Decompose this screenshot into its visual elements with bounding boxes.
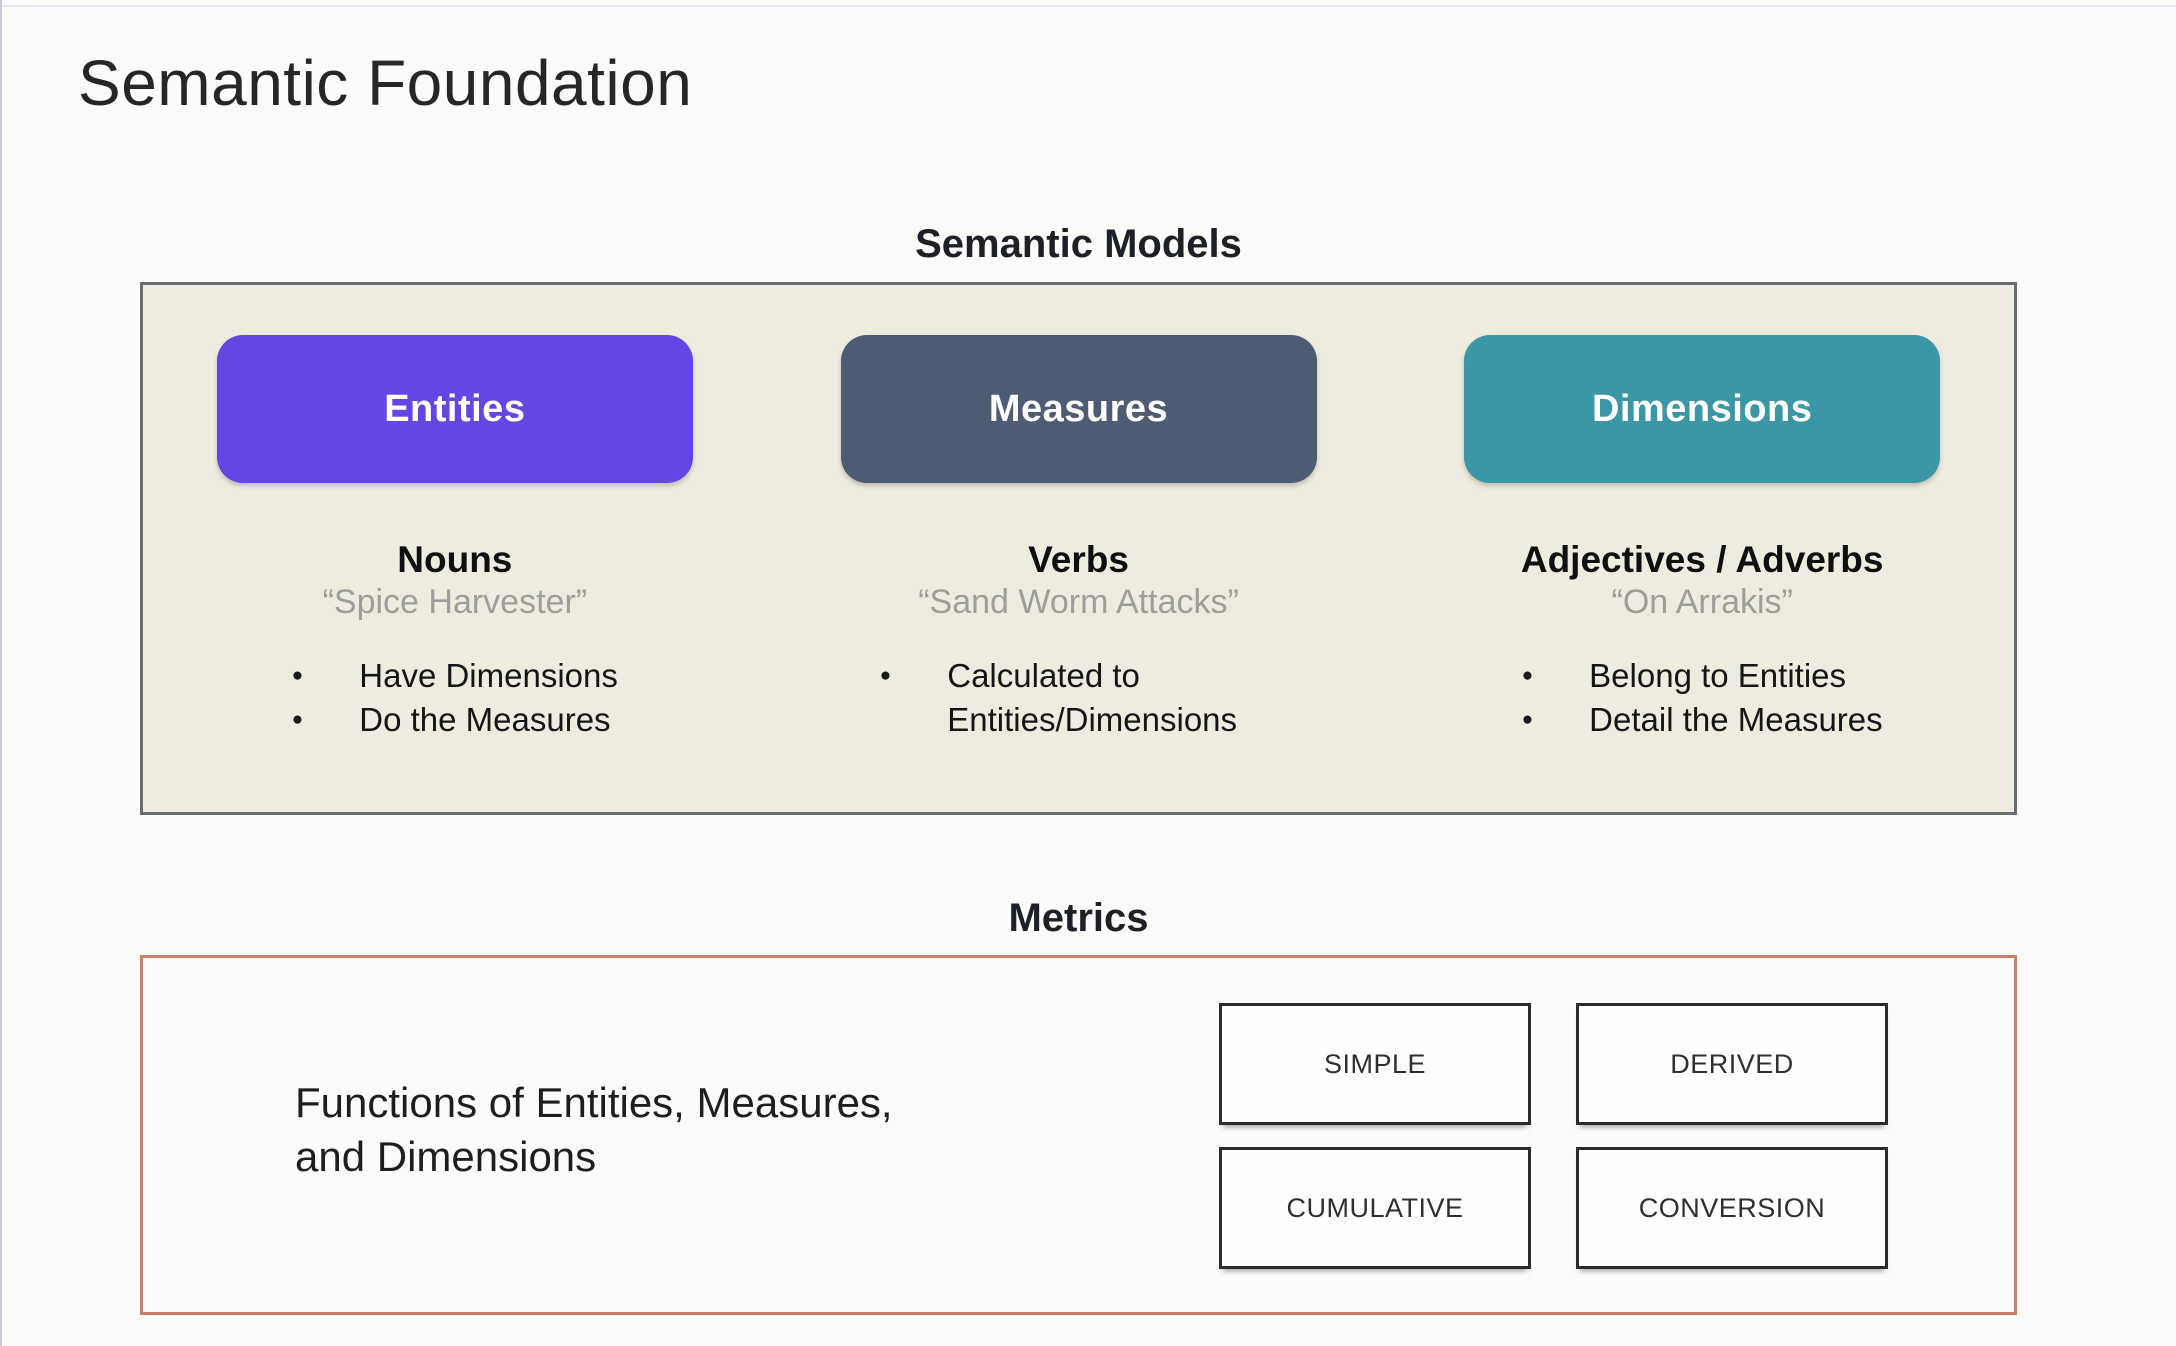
dimensions-pill-label: Dimensions	[1591, 387, 1813, 430]
entities-column: Entities Nouns “Spice Harvester” ● Have …	[143, 285, 767, 812]
metric-type-cumulative: CUMULATIVE	[1219, 1147, 1531, 1269]
metric-type-simple: SIMPLE	[1219, 1003, 1531, 1125]
dimensions-quote: “On Arrakis”	[1611, 583, 1793, 621]
entities-bullet-list: ● Have Dimensions ● Do the Measures	[292, 654, 618, 742]
list-item: ● Detail the Measures	[1522, 698, 1883, 742]
bullet-icon: ●	[1521, 709, 1534, 730]
bullet-icon: ●	[1521, 665, 1534, 686]
metrics-description: Functions of Entities, Measures, and Dim…	[295, 1079, 893, 1180]
entities-pill-label: Entities	[384, 387, 526, 430]
bullet-text: Detail the Measures	[1589, 701, 1883, 738]
dimensions-bullet-list: ● Belong to Entities ● Detail the Measur…	[1522, 654, 1883, 742]
metric-type-label: CUMULATIVE	[1286, 1192, 1464, 1223]
dimensions-pill: Dimensions	[1464, 335, 1941, 483]
entities-quote: “Spice Harvester”	[322, 583, 588, 621]
list-item: ● Belong to Entities	[1522, 654, 1883, 698]
measures-bullet-list: ● Calculated to Entities/Dimensions	[880, 654, 1277, 742]
measures-column: Measures Verbs “Sand Worm Attacks” ● Cal…	[767, 285, 1391, 812]
bullet-text: Belong to Entities	[1589, 657, 1847, 694]
measures-quote: “Sand Worm Attacks”	[918, 583, 1239, 621]
semantic-models-box: Entities Nouns “Spice Harvester” ● Have …	[140, 282, 2017, 815]
bullet-text: Do the Measures	[359, 701, 611, 738]
entities-word-type: Nouns	[397, 539, 513, 580]
metrics-box: Functions of Entities, Measures, and Dim…	[140, 955, 2017, 1315]
bullet-icon: ●	[291, 665, 304, 686]
measures-pill-label: Measures	[988, 387, 1169, 430]
metric-type-conversion: CONVERSION	[1576, 1147, 1888, 1269]
page-title: Semantic Foundation	[78, 47, 693, 119]
metric-type-label: CONVERSION	[1638, 1192, 1826, 1223]
list-item: ● Have Dimensions	[292, 654, 618, 698]
dimensions-column: Dimensions Adjectives / Adverbs “On Arra…	[1390, 285, 2014, 812]
dimensions-word-type: Adjectives / Adverbs	[1520, 539, 1884, 580]
bullet-icon: ●	[879, 665, 892, 686]
bullet-text: Calculated to Entities/Dimensions	[947, 657, 1238, 738]
entities-pill: Entities	[216, 335, 693, 483]
list-item: ● Calculated to Entities/Dimensions	[880, 654, 1277, 742]
metric-type-derived: DERIVED	[1576, 1003, 1888, 1125]
metrics-heading: Metrics	[1008, 896, 1149, 940]
semantic-models-heading: Semantic Models	[915, 222, 1242, 266]
bullet-text: Have Dimensions	[359, 657, 618, 694]
measures-pill: Measures	[840, 335, 1317, 483]
metric-type-label: DERIVED	[1670, 1048, 1794, 1079]
metric-type-grid: SIMPLE DERIVED CUMULATIVE CONVERSION	[1219, 1003, 1888, 1269]
list-item: ● Do the Measures	[292, 698, 618, 742]
measures-word-type: Verbs	[1028, 539, 1129, 580]
metric-type-label: SIMPLE	[1323, 1048, 1427, 1079]
bullet-icon: ●	[291, 709, 304, 730]
